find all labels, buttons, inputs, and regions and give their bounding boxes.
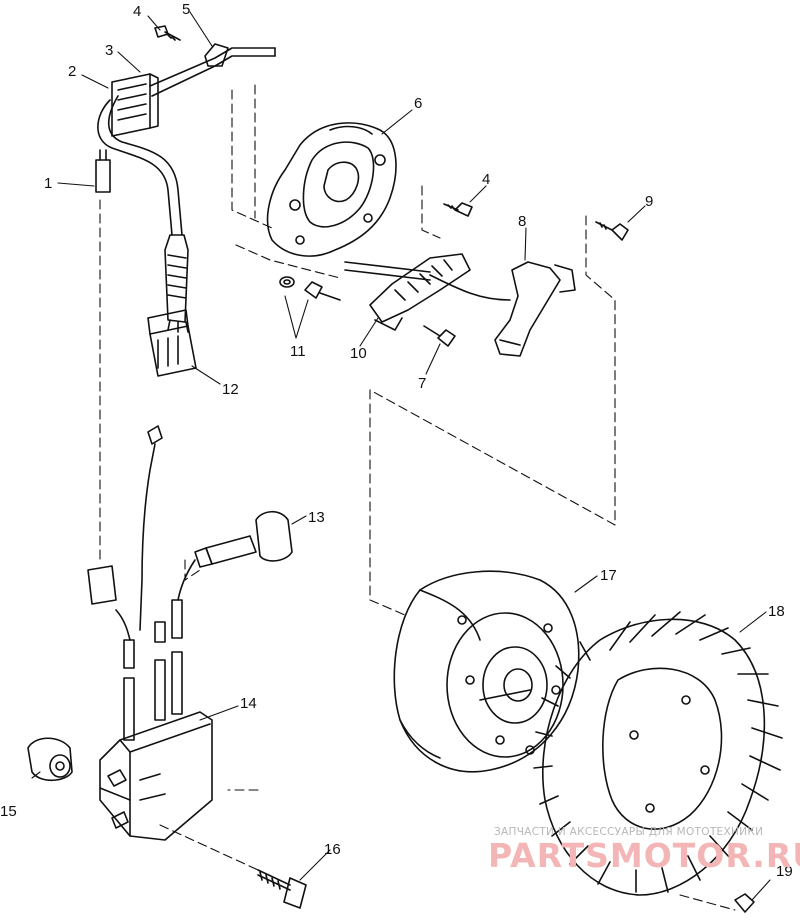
callout-6: 6 [414, 95, 422, 112]
callout-9: 9 [645, 193, 653, 210]
callout-1: 1 [44, 175, 52, 192]
callout-7: 7 [418, 375, 426, 392]
callout-12: 12 [222, 381, 239, 398]
part-screw-9 [595, 221, 629, 241]
part-spark-plug-cap [177, 510, 293, 601]
callout-8: 8 [518, 213, 526, 230]
part-ignition-coil [99, 711, 213, 841]
coil-primary-lead [87, 425, 163, 641]
callout-2: 2 [68, 63, 76, 80]
callout-4a: 4 [133, 3, 141, 20]
callout-17: 17 [600, 567, 617, 584]
part-bolt-16 [257, 869, 307, 909]
callout-16: 16 [324, 841, 341, 858]
part-cooling-fan [533, 611, 783, 896]
part-stator-plate [266, 122, 397, 257]
coil-terminal-posts [123, 599, 183, 741]
part-bolt-19 [734, 893, 755, 913]
part-screw-4a [154, 25, 181, 41]
part-pulser-coil [344, 253, 471, 331]
callout-3: 3 [105, 42, 113, 59]
assembly-guide-lines [99, 84, 736, 911]
callout-10: 10 [350, 345, 367, 362]
callout-18: 18 [768, 603, 785, 620]
part-washer-11 [279, 276, 295, 288]
part-screw-4b [443, 202, 473, 217]
callout-5: 5 [182, 1, 190, 18]
part-screw-7 [423, 325, 456, 347]
callout-11: 11 [290, 343, 306, 360]
callout-15: 15 [0, 803, 17, 820]
watermark-tagline: ЗАПЧАСТИ И АКСЕССУАРЫ ДЛЯ МОТОТЕХНИКИ [494, 826, 764, 838]
part-spacer-15 [27, 737, 73, 782]
wiring-harness [95, 47, 276, 333]
part-bolt-11 [304, 281, 341, 301]
watermark-brand: PARTSMOTOR.RU [488, 836, 800, 875]
part-clamp-5 [204, 43, 229, 67]
part-regulator [111, 73, 159, 137]
callout-13: 13 [308, 509, 325, 526]
callout-19: 19 [776, 863, 793, 880]
callout-leaders [31, 11, 771, 901]
part-flywheel [393, 570, 580, 773]
part-pickup-8 [429, 261, 576, 357]
callout-4b: 4 [482, 171, 490, 188]
callout-14: 14 [240, 695, 257, 712]
